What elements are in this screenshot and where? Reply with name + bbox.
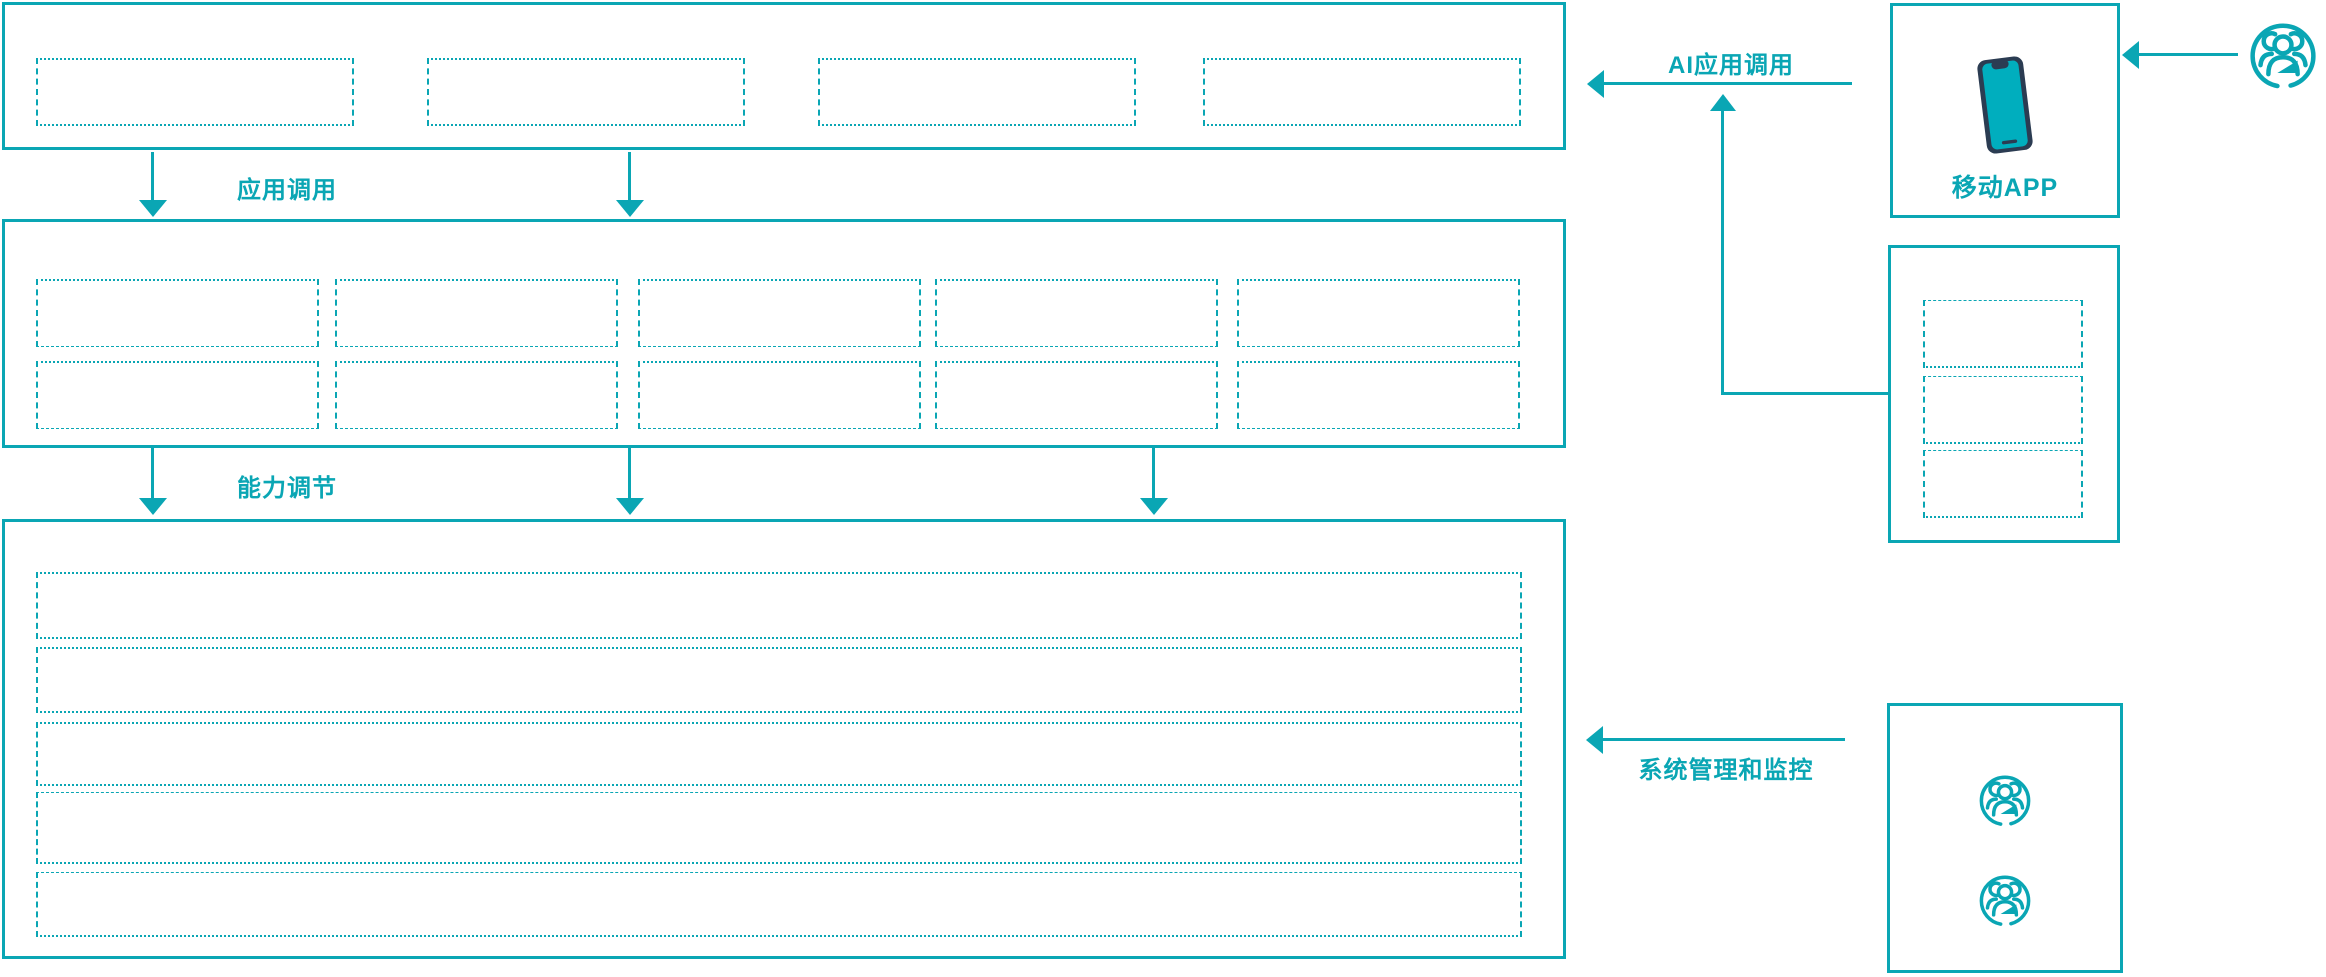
placeholder-box xyxy=(1923,450,2083,518)
placeholder-box xyxy=(1923,300,2083,368)
placeholder-box xyxy=(36,279,319,347)
platform-panel xyxy=(2,519,1566,959)
placeholder-box xyxy=(1203,58,1521,126)
placeholder-box xyxy=(36,361,319,429)
placeholder-box xyxy=(1237,279,1520,347)
arrow-stem xyxy=(1152,448,1155,498)
arrow-head-icon xyxy=(139,200,167,217)
placeholder-row xyxy=(36,872,1522,937)
ops-panel xyxy=(1887,703,2123,973)
arrow-head-icon xyxy=(139,498,167,515)
smartphone-icon xyxy=(1977,56,2033,154)
user-group-icon xyxy=(1979,875,2031,927)
arrow-head-icon xyxy=(1587,70,1604,98)
placeholder-row xyxy=(36,647,1522,713)
user-group-icon xyxy=(1979,775,2031,827)
placeholder-box xyxy=(335,361,618,429)
placeholder-box xyxy=(935,279,1218,347)
mobile-app-panel: 移动APP xyxy=(1890,3,2120,218)
arrow-stem xyxy=(628,448,631,498)
label-ai-app-call: AI应用调用 xyxy=(1668,52,1794,79)
right-middle-panel xyxy=(1888,245,2120,543)
label-capability-adjust: 能力调节 xyxy=(237,475,337,502)
arrow-head-icon xyxy=(1140,498,1168,515)
arrow-line xyxy=(2138,53,2238,56)
placeholder-box xyxy=(638,361,921,429)
placeholder-box xyxy=(335,279,618,347)
placeholder-row xyxy=(36,792,1522,864)
top-application-panel xyxy=(2,2,1566,150)
placeholder-box xyxy=(427,58,745,126)
arrow-stem xyxy=(1721,111,1724,395)
arrow-head-icon xyxy=(2122,41,2139,69)
label-app-call: 应用调用 xyxy=(237,177,337,204)
placeholder-row xyxy=(36,722,1522,786)
placeholder-box xyxy=(818,58,1136,126)
arrow-line xyxy=(1721,392,1888,395)
placeholder-box xyxy=(1237,361,1520,429)
arrow-line xyxy=(1604,82,1852,85)
placeholder-box xyxy=(36,58,354,126)
placeholder-box xyxy=(1923,376,2083,444)
mobile-app-label: 移动APP xyxy=(1951,174,2059,202)
arrow-stem xyxy=(151,152,154,200)
placeholder-row xyxy=(36,572,1522,639)
placeholder-box xyxy=(638,279,921,347)
label-system-management: 系统管理和监控 xyxy=(1638,757,1814,784)
arrow-line xyxy=(1603,738,1845,741)
user-group-icon xyxy=(2250,23,2316,89)
arrow-head-icon xyxy=(1586,726,1603,754)
arrow-head-icon xyxy=(616,200,644,217)
capability-panel xyxy=(2,219,1566,448)
arrow-head-icon xyxy=(616,498,644,515)
arrow-head-icon xyxy=(1710,94,1736,111)
arrow-stem xyxy=(151,448,154,498)
arrow-stem xyxy=(628,152,631,200)
placeholder-box xyxy=(935,361,1218,429)
